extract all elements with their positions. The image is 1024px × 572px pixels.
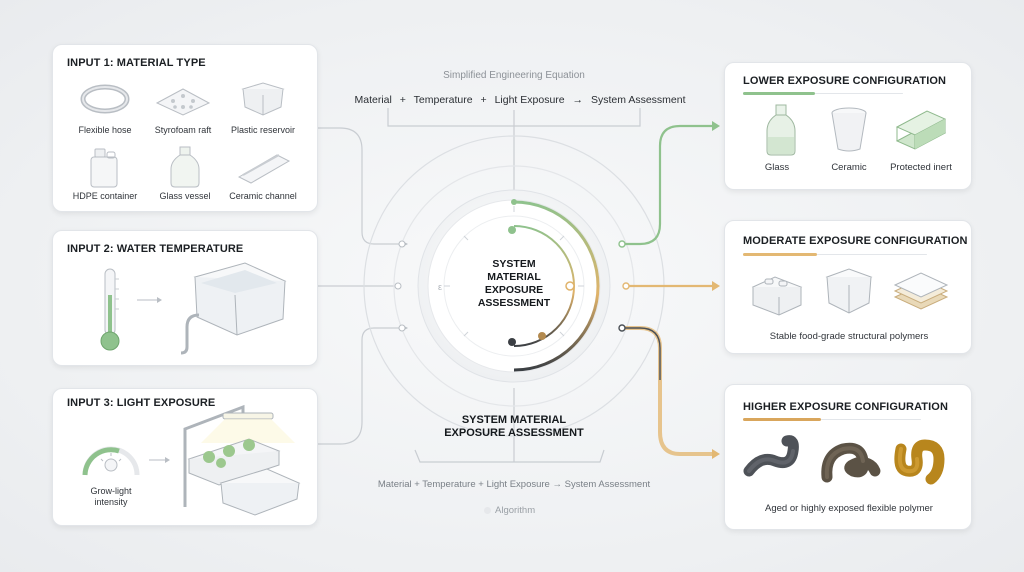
assessment-dial: ε <box>417 189 611 383</box>
input-material-card: INPUT 1: MATERIAL TYPE Flexible hose Sty… <box>52 44 318 212</box>
moderate-exposure-bar <box>743 253 817 256</box>
arrow-right-icon <box>137 297 162 303</box>
aged-hose-amber-icon <box>894 439 945 485</box>
gauge-label: Grow-light intensity <box>73 486 149 508</box>
equation-arrow: → <box>572 94 584 106</box>
plastic-reservoir-icon <box>241 82 285 116</box>
algorithm-text: Algorithm <box>495 505 536 516</box>
polymer-sheets-icon <box>893 272 949 310</box>
lower-exposure-bar-track <box>815 93 903 94</box>
higher-caption: Aged or highly exposed flexible polymer <box>765 503 933 514</box>
ceramic-channel-icon <box>237 154 291 184</box>
water-reservoir-icon <box>180 262 287 355</box>
grow-light-gauge-icon <box>82 446 140 476</box>
moderate-exposure-card: MODERATE EXPOSURE CONFIGURATION Stable f… <box>724 220 972 354</box>
bottom-title-line: EXPOSURE ASSESSMENT <box>444 427 584 439</box>
material-item-label: Styrofoam raft <box>154 125 212 135</box>
equation-term-light: Light Exposure <box>494 94 565 106</box>
algorithm-label: Algorithm <box>484 505 535 516</box>
equation-plus: + <box>399 94 406 106</box>
moderate-exposure-title: MODERATE EXPOSURE CONFIGURATION <box>743 235 968 247</box>
material-item-label: HDPE container <box>72 191 138 201</box>
equation-bottom: Material + Temperature + Light Exposure … <box>377 479 651 490</box>
input-temperature-title: INPUT 2: WATER TEMPERATURE <box>67 243 244 255</box>
input-temperature-card: INPUT 2: WATER TEMPERATURE <box>52 230 318 366</box>
aged-hose-brown-icon <box>821 442 881 483</box>
lower-item-label: Ceramic <box>831 162 867 173</box>
hdpe-container-icon <box>90 148 118 188</box>
input-light-card: INPUT 3: LIGHT EXPOSURE Grow-light inten… <box>52 388 318 526</box>
algorithm-dot-icon <box>484 506 491 514</box>
lower-item-label: Glass <box>764 162 790 173</box>
dial-title-line: MATERIAL <box>487 271 541 283</box>
aged-hose-gray-icon <box>743 435 799 477</box>
thermometer-icon <box>100 268 120 351</box>
higher-exposure-card: HIGHER EXPOSURE CONFIGURATION Aged or hi… <box>724 384 972 530</box>
lower-exposure-bar <box>743 92 815 95</box>
dial-title-line: ASSESSMENT <box>477 297 551 309</box>
material-item-label: Flexible hose <box>78 125 132 135</box>
material-item-label: Plastic reservoir <box>230 125 295 135</box>
lower-exposure-title: LOWER EXPOSURE CONFIGURATION <box>743 75 947 87</box>
connector-input3 <box>318 327 402 445</box>
glass-vessel-icon <box>170 146 200 188</box>
higher-exposure-title: HIGHER EXPOSURE CONFIGURATION <box>743 401 948 413</box>
structural-tub-icon <box>825 268 873 314</box>
input-light-title: INPUT 3: LIGHT EXPOSURE <box>67 397 216 409</box>
higher-exposure-bar-track <box>821 419 921 420</box>
bottom-title-line: SYSTEM MATERIAL <box>461 414 567 426</box>
flexible-hose-icon <box>80 84 130 114</box>
connector-lower <box>622 124 716 246</box>
connector-input1 <box>318 127 402 245</box>
gauge-label-line: intensity <box>94 497 128 507</box>
building-block-icon <box>751 276 803 316</box>
dial-title: SYSTEM MATERIAL EXPOSURE ASSESSMENT <box>464 258 564 310</box>
material-item-label: Glass vessel <box>159 191 211 201</box>
dial-side-glyph: ε <box>438 282 442 292</box>
styrofoam-raft-icon <box>155 88 211 116</box>
input-material-title: INPUT 1: MATERIAL TYPE <box>67 57 206 69</box>
ceramic-cup-icon <box>831 107 867 152</box>
glass-bottle-icon <box>766 104 796 156</box>
bottom-title: SYSTEM MATERIAL EXPOSURE ASSESSMENT <box>424 414 604 440</box>
equation-term-material: Material <box>354 94 392 106</box>
protected-inert-icon <box>895 110 947 150</box>
dial-title-line: SYSTEM <box>492 258 536 270</box>
equation-top: Material + Temperature + Light Exposure … <box>350 94 690 106</box>
arrow-right-icon <box>149 457 170 463</box>
material-item-label: Ceramic channel <box>229 191 297 201</box>
equation-term-temperature: Temperature <box>413 94 473 106</box>
equation-plus: + <box>480 94 487 106</box>
equation-term-result: System Assessment <box>590 94 686 106</box>
moderate-exposure-bar-track <box>817 254 927 255</box>
higher-exposure-bar <box>743 418 821 421</box>
grow-light-rack-icon <box>183 404 301 516</box>
lower-item-label: Protected inert <box>890 162 952 173</box>
equation-caption-top: Simplified Engineering Equation <box>443 70 585 81</box>
connector-higher <box>622 326 716 456</box>
dial-title-line: EXPOSURE <box>484 284 544 296</box>
gauge-label-line: Grow-light <box>90 486 132 496</box>
moderate-caption: Stable food-grade structural polymers <box>769 331 929 342</box>
lower-exposure-card: LOWER EXPOSURE CONFIGURATION Glass Ceram… <box>724 62 972 190</box>
